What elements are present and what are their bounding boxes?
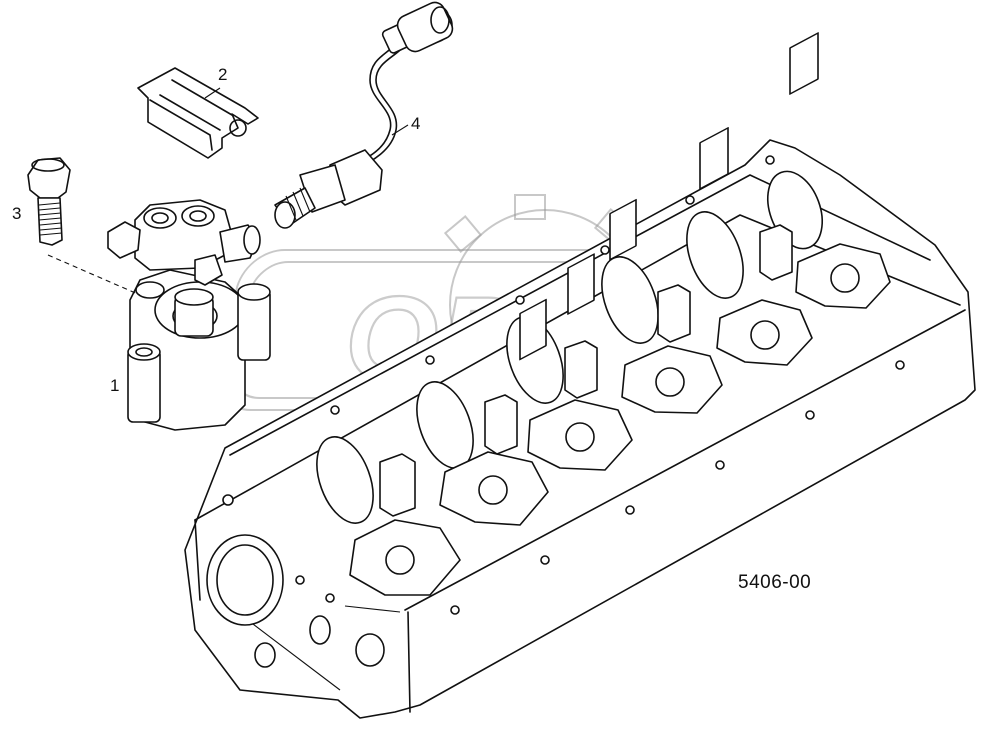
pedestal-blocks [379,224,793,517]
part-2-clip [137,67,259,159]
bolt-holes [330,155,905,615]
callout-1: 1 [110,376,120,395]
cylinder-head [184,32,976,719]
callout-2: 2 [218,65,228,84]
sensor-cable-outer [355,49,401,169]
figure-code: 5406-00 [738,572,812,593]
bolt-leader-line [47,254,141,296]
callout-4: 4 [411,114,421,133]
callout-3: 3 [12,204,22,223]
part-1-pump-housing [107,199,271,431]
front-face-openings [206,494,385,668]
side-gaskets [519,32,819,361]
part-4-sensor [274,1,454,229]
part-3-bolt [27,157,71,246]
sensor-connector [381,1,454,54]
sensor-body [274,149,383,229]
sensor-cable [349,44,396,166]
injector-pads [349,243,891,596]
leader-line-4 [391,124,409,136]
leader-line-2 [204,87,221,99]
